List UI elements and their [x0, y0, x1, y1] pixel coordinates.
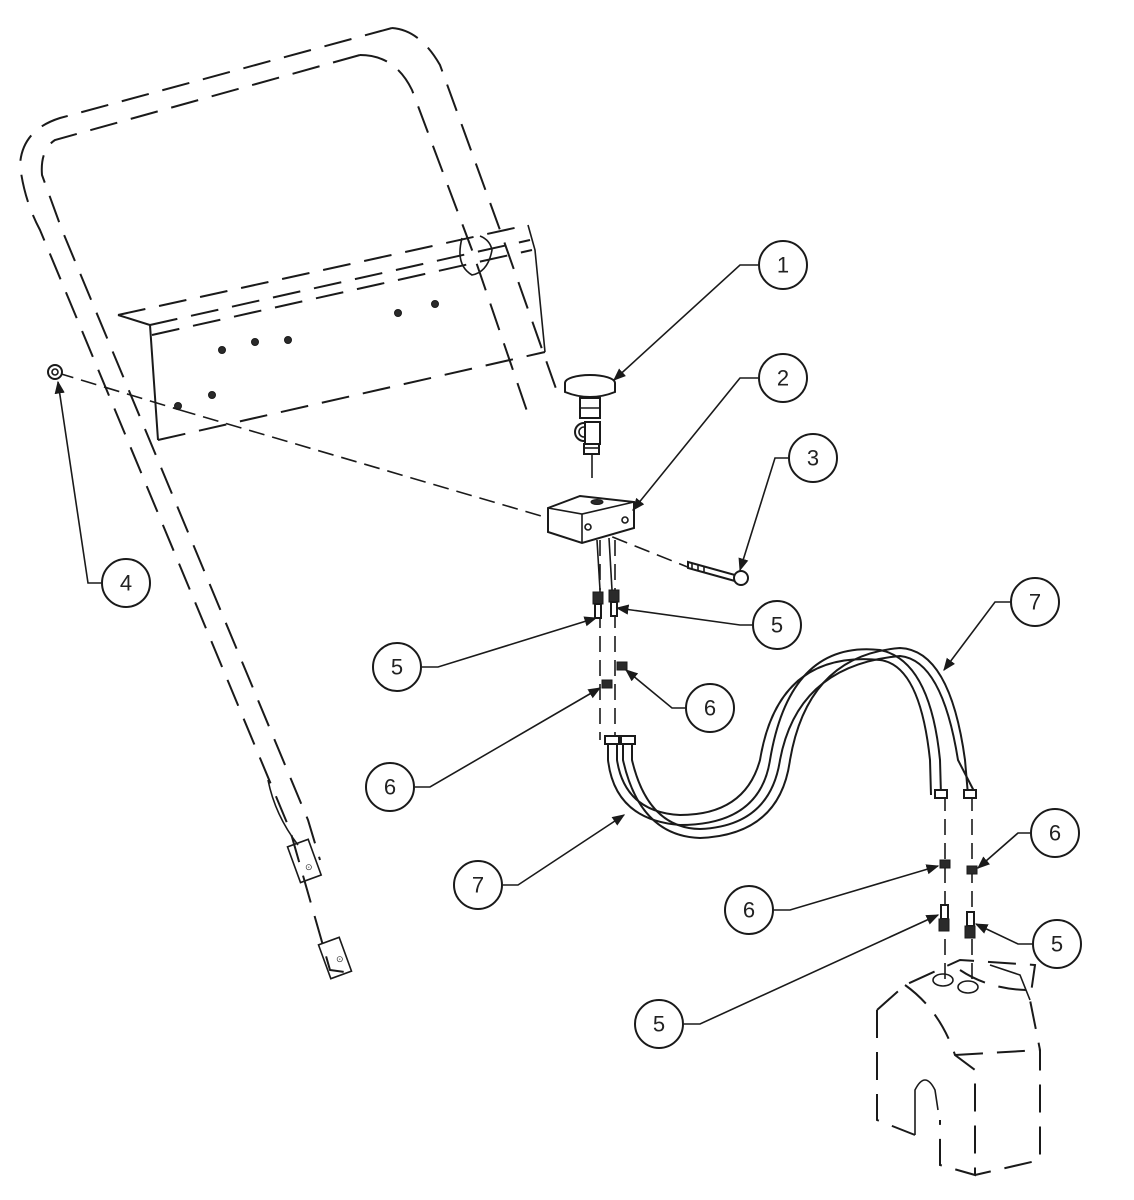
- callout-6-lower-left: 6: [724, 885, 774, 935]
- callout-5-upper-right: 5: [752, 600, 802, 650]
- pump-housing: [876, 958, 1041, 1177]
- callout-7-right: 7: [1010, 577, 1060, 627]
- callout-5-upper-left: 5: [372, 642, 422, 692]
- callout-5-lower-right: 5: [1032, 919, 1082, 969]
- callout-4: 4: [101, 558, 151, 608]
- svg-text:1: 1: [777, 253, 789, 278]
- mounting-hole: [431, 300, 439, 308]
- mounting-hole: [218, 346, 226, 354]
- leader-lines: [54, 264, 1032, 1025]
- callout-5-lower-left: 5: [634, 999, 684, 1049]
- callout-1: 1: [758, 240, 808, 290]
- mounting-hole: [394, 309, 402, 317]
- callout-7-left: 7: [453, 860, 503, 910]
- upper-fittings: [592, 589, 628, 689]
- hose-pair-part: [604, 646, 977, 840]
- svg-text:4: 4: [120, 571, 132, 596]
- handle-frame: ⊙ ⊙: [18, 27, 561, 980]
- callout-6-lower-right: 6: [1030, 808, 1080, 858]
- gauge-valve-part: [564, 374, 616, 455]
- svg-text:7: 7: [472, 873, 484, 898]
- manifold-block-part: [547, 494, 635, 591]
- svg-text:6: 6: [704, 696, 716, 721]
- assembly-centerlines: [57, 372, 973, 980]
- mounting-hole: [208, 391, 216, 399]
- svg-text:⊙: ⊙: [305, 862, 313, 872]
- mounting-hole: [251, 338, 259, 346]
- svg-text:7: 7: [1029, 590, 1041, 615]
- mounting-hole: [284, 336, 292, 344]
- callout-2: 2: [758, 353, 808, 403]
- callout-3: 3: [788, 433, 838, 483]
- svg-text:6: 6: [1049, 821, 1061, 846]
- svg-text:6: 6: [743, 898, 755, 923]
- callout-6-upper-left: 6: [365, 762, 415, 812]
- svg-text:3: 3: [807, 446, 819, 471]
- svg-text:2: 2: [777, 366, 789, 391]
- nut-part: [47, 364, 63, 380]
- svg-text:5: 5: [1051, 932, 1063, 957]
- svg-text:6: 6: [384, 775, 396, 800]
- mounting-panel: [117, 224, 546, 441]
- svg-text:5: 5: [771, 613, 783, 638]
- bolt-part: [687, 560, 749, 586]
- callout-6-upper-right: 6: [685, 683, 735, 733]
- svg-text:5: 5: [653, 1012, 665, 1037]
- svg-text:5: 5: [391, 655, 403, 680]
- svg-text:⊙: ⊙: [336, 954, 344, 964]
